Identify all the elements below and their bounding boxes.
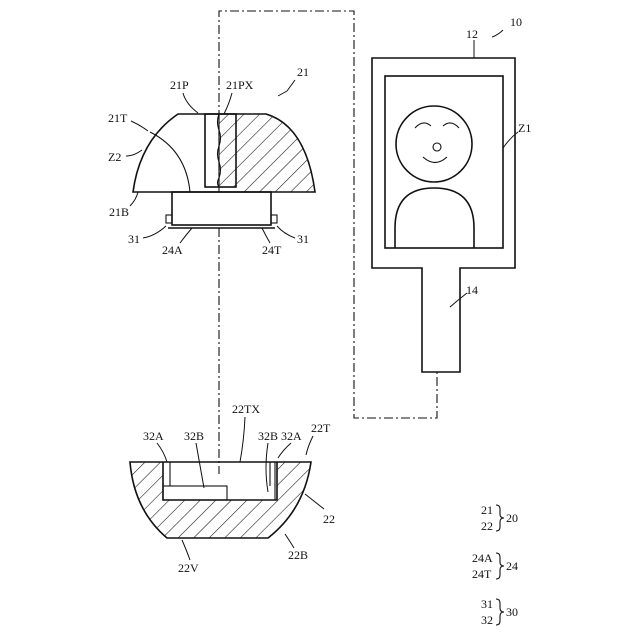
legend-30-bottom: 32 [481,613,493,627]
label-recess-a-right: 32A [281,429,302,443]
lower-recess [163,462,277,500]
face-body [395,188,474,248]
label-lower-part: 22 [323,512,335,526]
legend-20-bottom: 22 [481,519,493,533]
legend-group-20: 21 22 20 [481,503,518,533]
display-device [372,58,515,372]
legend-20-brace [496,505,504,531]
connector-block [172,192,271,225]
legend-20-ref: 20 [506,511,518,525]
face-eye-right [443,123,459,128]
legend-30-ref: 30 [506,605,518,619]
label-connector-t: 24T [262,243,282,257]
face-mouth [423,157,447,163]
label-upper-part: 21 [297,65,309,79]
face-eye-left [415,123,431,128]
legend-24-bottom: 24T [472,567,492,581]
label-lower-bottom: 22B [288,548,308,562]
label-recess-b-right: 32B [258,429,278,443]
legend-group-30: 31 32 30 [481,597,518,627]
label-device: 10 [510,15,522,29]
label-screen: 12 [466,27,478,41]
magnet-left [166,215,172,223]
legend-30-top: 31 [481,597,493,611]
label-recess-b-left: 32B [184,429,204,443]
legend-24-ref: 24 [506,559,518,573]
face-nose [433,143,441,151]
device-screen [385,76,503,248]
label-upper-zone: Z2 [108,150,121,164]
lower-part [130,462,311,538]
label-upper-bottom: 21B [109,205,129,219]
label-magnet-left: 31 [128,232,140,246]
label-connector-a: 24A [162,243,183,257]
device-outline [372,58,515,372]
label-handle: 14 [466,283,478,297]
reference-labels: 10 12 Z1 14 21 21P 21PX 21T Z2 21B 31 24… [108,15,531,575]
legend-group-24: 24A 24T 24 [472,551,518,581]
legend-30-brace [496,599,504,625]
label-recess-a-left: 32A [143,429,164,443]
label-lower-tx: 22TX [232,402,260,416]
label-image: Z1 [518,121,531,135]
label-lower-v: 22V [178,561,199,575]
upper-hatched-section [219,114,315,192]
upper-inner-arc [150,132,190,192]
upper-part [133,114,315,228]
label-magnet-right: 31 [297,232,309,246]
connection-line-top [219,11,437,418]
label-upper-top: 21T [108,111,128,125]
label-upper-px: 21PX [226,78,254,92]
label-lower-top: 22T [311,421,331,435]
legend-20-top: 21 [481,503,493,517]
legend-24-brace [496,553,504,579]
label-upper-p: 21P [170,78,189,92]
lower-recess-key [163,486,227,500]
magnet-right [271,215,277,223]
legend-24-top: 24A [472,551,493,565]
